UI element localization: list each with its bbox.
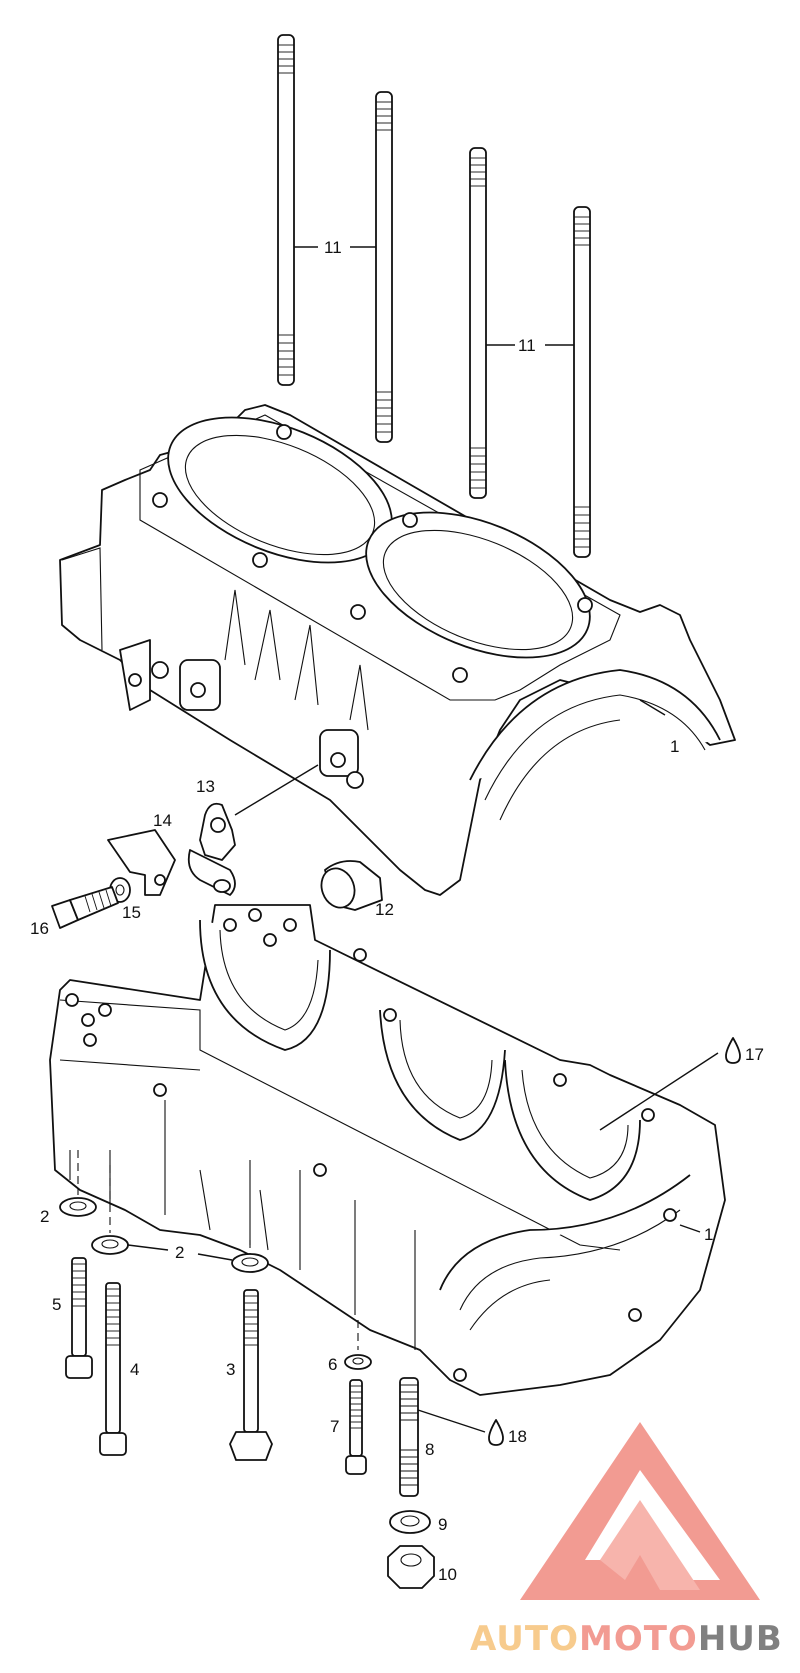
callout-17: 17 <box>745 1045 764 1064</box>
plug-12 <box>320 860 383 911</box>
washer-2a <box>59 1197 97 1217</box>
watermark-hub: HUB <box>698 1619 783 1659</box>
lower-crankcase <box>49 904 726 1396</box>
watermark: AUTOMOTOHUB <box>470 1422 783 1659</box>
callout-3: 3 <box>226 1360 235 1379</box>
nut-10 <box>387 1545 435 1589</box>
bolt-3 <box>229 1289 273 1461</box>
oil-drop-icon <box>725 1037 741 1064</box>
stud-8 <box>399 1377 419 1497</box>
bolt-7 <box>345 1379 367 1475</box>
callout-11b: 11 <box>518 336 536 355</box>
svg-text:AUTOMOTOHUB: AUTOMOTOHUB <box>470 1619 783 1659</box>
watermark-auto: AUTO <box>470 1619 579 1659</box>
callout-14: 14 <box>153 811 172 830</box>
washer-9 <box>389 1510 431 1534</box>
watermark-moto: MOTO <box>579 1619 698 1659</box>
washer-6 <box>344 1354 372 1370</box>
callout-8: 8 <box>425 1440 434 1459</box>
washer-2b <box>91 1235 129 1255</box>
logo-triangle-icon <box>520 1422 760 1600</box>
callout-9: 9 <box>438 1515 447 1534</box>
callout-18: 18 <box>508 1427 527 1446</box>
callout-7: 7 <box>330 1417 339 1436</box>
callout-13: 13 <box>196 777 215 796</box>
clamp-13 <box>187 764 319 896</box>
callout-1-upper: 1 <box>670 737 679 756</box>
bracket-14 <box>107 829 176 896</box>
callout-4: 4 <box>130 1360 139 1379</box>
callout-2b: 2 <box>175 1243 184 1262</box>
callout-2a: 2 <box>40 1207 49 1226</box>
callout-5: 5 <box>52 1295 61 1314</box>
washer-2c <box>231 1253 269 1273</box>
callout-6: 6 <box>328 1355 337 1374</box>
callout-16: 16 <box>30 919 49 938</box>
callout-10: 10 <box>438 1565 457 1584</box>
callout-12: 12 <box>375 900 394 919</box>
callout-11a: 11 <box>324 238 342 257</box>
bolt-5 <box>65 1257 93 1379</box>
bolt-4 <box>99 1282 127 1456</box>
oil-drop-icon <box>488 1419 504 1446</box>
upper-crankcase <box>59 404 736 896</box>
callout-1-lower: 1 <box>704 1225 713 1244</box>
bolt-16 <box>51 886 119 929</box>
studs <box>277 34 591 558</box>
callout-15: 15 <box>122 903 141 922</box>
